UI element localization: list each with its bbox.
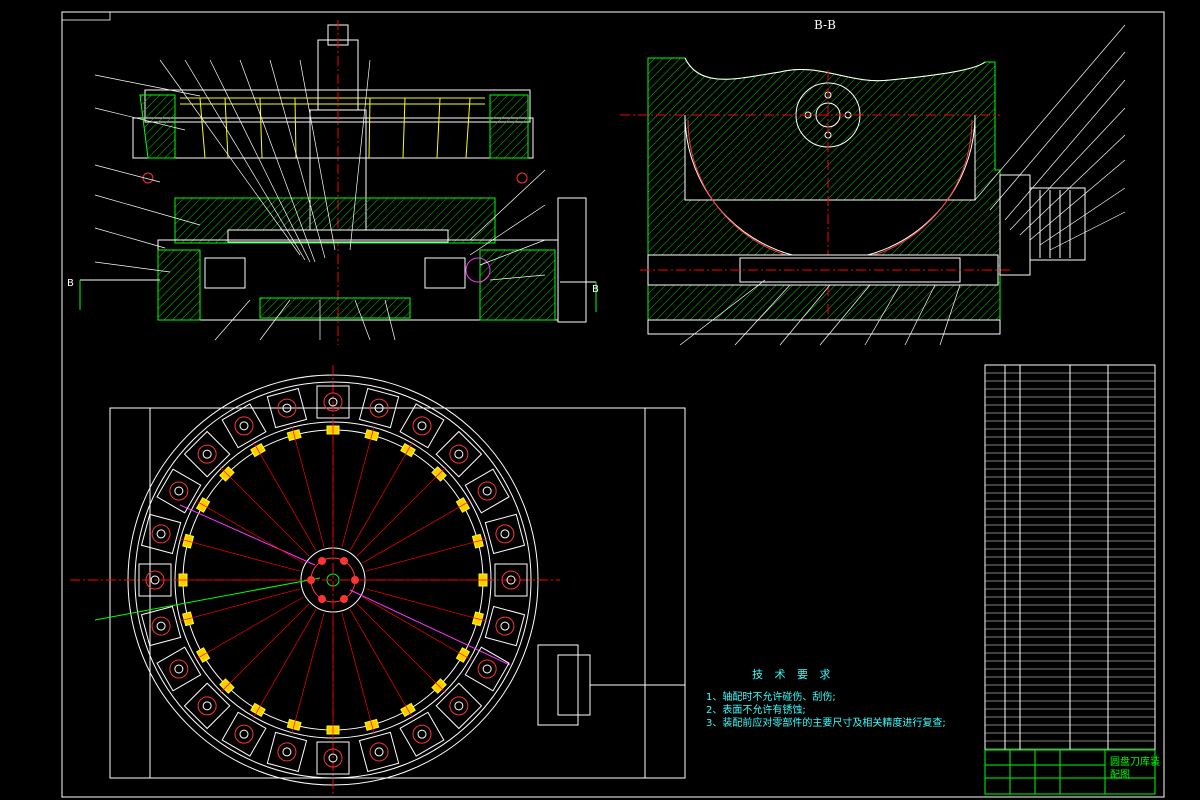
section-label: B-B xyxy=(814,18,836,32)
hub-bolt-hole xyxy=(318,556,326,565)
tool-pocket xyxy=(356,430,483,557)
tool-pocket xyxy=(341,612,400,773)
parts-list-table xyxy=(984,364,1156,751)
tool-pocket xyxy=(365,513,526,572)
frame-corner-tag xyxy=(61,11,111,21)
tool-pocket xyxy=(316,385,350,546)
hub-bolt-hole xyxy=(351,576,359,584)
tool-pocket xyxy=(349,403,445,551)
tool-pocket xyxy=(365,588,526,647)
tool-pocket xyxy=(140,588,301,647)
tool-pocket xyxy=(266,612,325,773)
tool-pocket xyxy=(156,468,304,564)
hub-bolt-hole xyxy=(340,556,348,565)
hub-bolt-hole xyxy=(318,595,326,604)
drawing-frame xyxy=(61,11,1165,798)
tool-pocket xyxy=(356,603,483,730)
tech-requirement-item: 3、装配前应对零部件的主要尺寸及相关精度进行复查; xyxy=(706,718,946,729)
title-block-name: 圆盘刀库装 xyxy=(1110,757,1160,768)
hub-bolt-hole xyxy=(340,595,348,604)
title-block-code: 配图 xyxy=(1110,770,1130,781)
section-marker-left: B xyxy=(67,278,74,289)
tool-pocket xyxy=(341,387,400,548)
tool-pocket xyxy=(266,387,325,548)
tech-requirement-item: 1、轴配时不允许碰伤、刮伤; xyxy=(706,692,836,703)
section-marker-right: B xyxy=(592,284,599,295)
tool-pocket xyxy=(349,609,445,757)
tool-pocket-ring xyxy=(138,385,528,775)
hub-bolt-hole xyxy=(307,576,315,584)
front-section-view xyxy=(79,20,597,345)
tool-pocket xyxy=(140,513,301,572)
tool-pocket xyxy=(362,468,510,564)
tool-pocket xyxy=(316,614,350,775)
tool-pocket xyxy=(367,563,528,597)
tech-requirements-title: 技 术 要 求 xyxy=(752,668,835,681)
tool-pocket xyxy=(362,596,510,692)
tool-pocket xyxy=(221,403,317,551)
tool-pocket xyxy=(183,603,310,730)
tool-pocket xyxy=(221,609,317,757)
section-b-b-view xyxy=(620,24,1126,346)
tool-pocket xyxy=(138,563,299,597)
tool-pocket xyxy=(156,596,304,692)
parts-list-rows xyxy=(985,372,1155,750)
title-block xyxy=(984,749,1156,795)
tool-pocket xyxy=(183,430,310,557)
plan-view xyxy=(70,365,686,795)
tech-requirement-item: 2、表面不允许有锈蚀; xyxy=(706,705,806,716)
